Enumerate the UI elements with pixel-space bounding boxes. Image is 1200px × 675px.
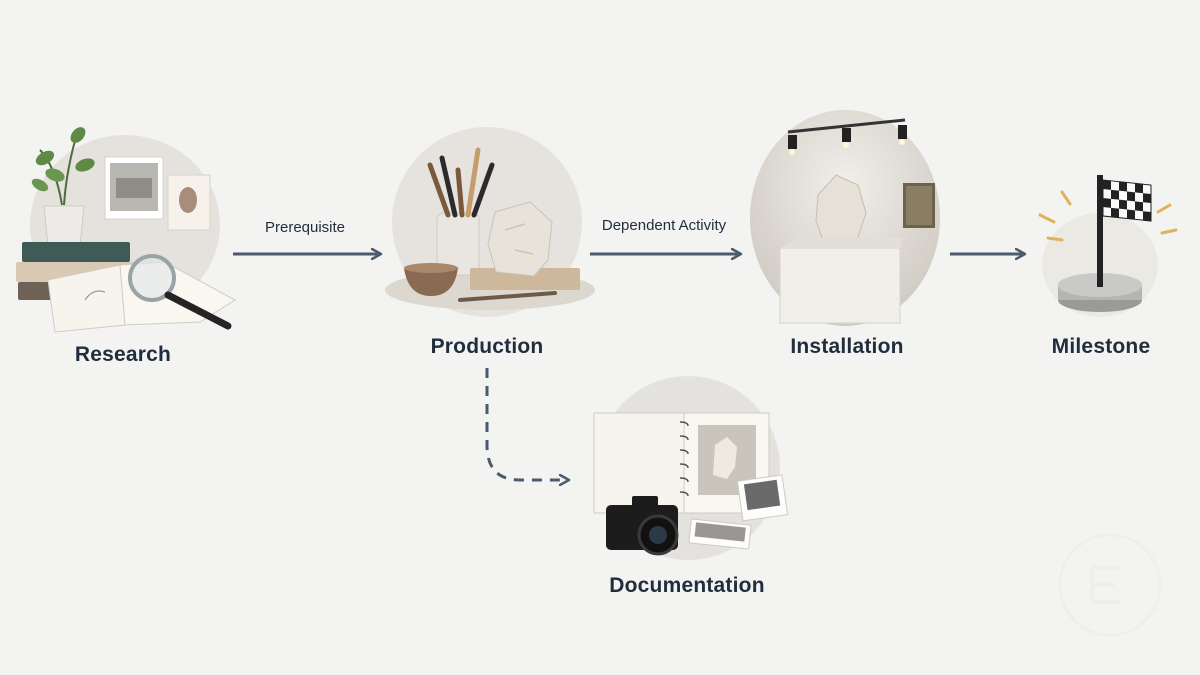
documentation-sketchbook-camera-icon [593,376,789,560]
node-label-milestone: Milestone [1051,335,1151,358]
arrow-production-to-documentation [485,368,569,480]
milestone-checkered-flag-icon [1038,175,1178,317]
edge-label-dependent-activity: Dependent Activity [601,217,727,234]
production-brushes-stone-icon [385,127,595,317]
edge-label-prerequisite: Prerequisite [264,219,346,236]
watermark-logo [1058,533,1162,637]
installation-gallery-sculpture-icon [750,110,940,326]
node-label-documentation: Documentation [609,574,765,597]
node-label-research: Research [74,343,172,366]
research-books-magnifier-icon [16,127,236,333]
node-label-production: Production [430,335,544,358]
node-label-installation: Installation [790,335,904,358]
